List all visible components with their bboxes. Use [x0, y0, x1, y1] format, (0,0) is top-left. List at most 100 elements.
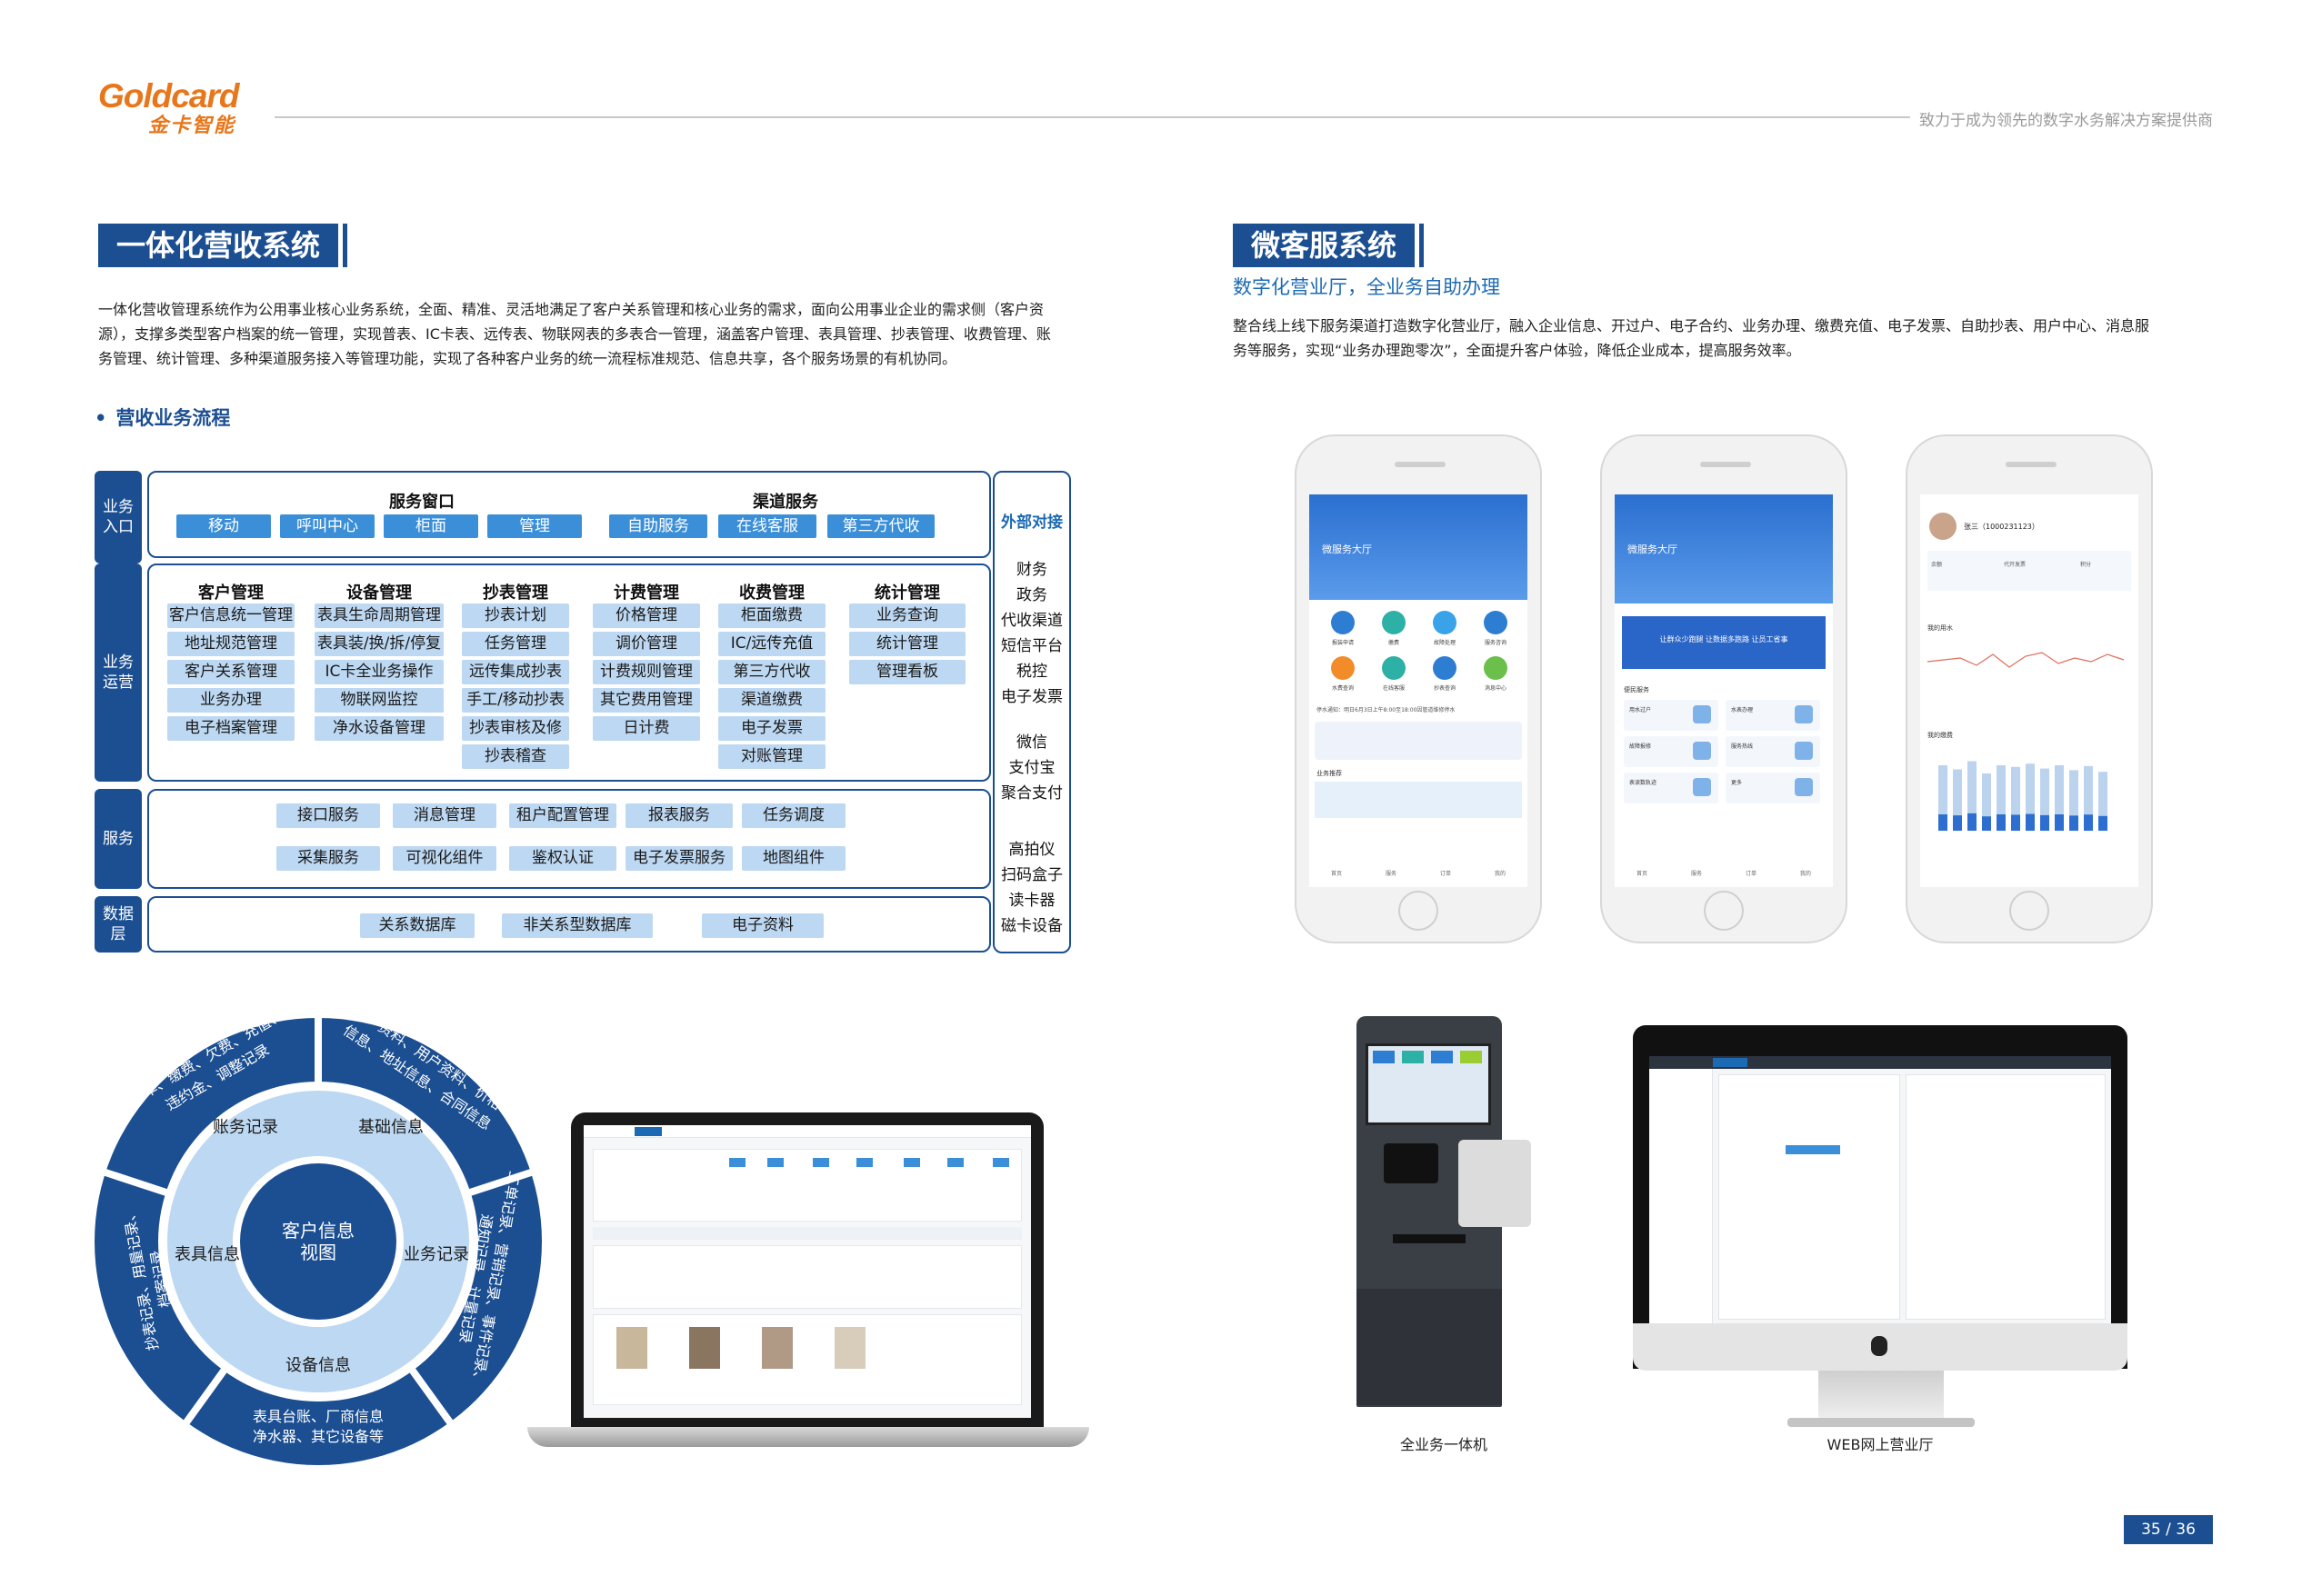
- module-item[interactable]: 柜面缴费: [718, 603, 826, 628]
- service-item[interactable]: 电子发票服务: [626, 846, 733, 871]
- tab-bar-item[interactable]: 首页: [1330, 871, 1342, 877]
- module-item[interactable]: 表具生命周期管理: [315, 603, 444, 628]
- module-item[interactable]: 计费规则管理: [593, 660, 700, 684]
- data-relational-db[interactable]: 关系数据库: [360, 913, 475, 938]
- module-item[interactable]: 第三方代收: [718, 660, 826, 684]
- ext-item: 电子发票: [1001, 688, 1063, 706]
- service-icon-label: 报装申请: [1331, 640, 1354, 646]
- wheel-inner-basic: 基础信息: [358, 1118, 424, 1137]
- service-item[interactable]: 消息管理: [393, 803, 496, 828]
- header-slogan: 致力于成为领先的数字水务解决方案提供商: [1910, 107, 2213, 130]
- module-item[interactable]: 统计管理: [849, 632, 966, 656]
- phone3-stat-balance: 余额: [1931, 562, 1943, 568]
- tab-bar-item[interactable]: 订单: [1745, 871, 1757, 877]
- tab-bar-item[interactable]: 我的: [1494, 871, 1506, 877]
- module-item[interactable]: 任务管理: [462, 632, 569, 656]
- web-office-monitor: [1633, 1025, 2127, 1369]
- module-item[interactable]: 抄表稽查: [462, 744, 569, 769]
- entry-call-center[interactable]: 呼叫中心: [280, 514, 375, 538]
- module-item[interactable]: 日计费: [593, 716, 700, 741]
- module-item[interactable]: 净水设备管理: [315, 716, 444, 741]
- ext-item: 政务: [1016, 586, 1047, 604]
- module-item[interactable]: 远传集成抄表: [462, 660, 569, 684]
- left-intro-paragraph: 一体化营收管理系统作为公用事业核心业务系统，全面、精准、灵活地满足了客户关系管理…: [98, 301, 1051, 367]
- kiosk-terminal: [1356, 1016, 1531, 1414]
- module-item[interactable]: 管理看板: [849, 660, 966, 684]
- service-icon[interactable]: [1433, 656, 1456, 680]
- service-icon-label: 消息中心: [1484, 685, 1506, 692]
- left-section-title: 一体化营收系统: [98, 224, 348, 267]
- service-item[interactable]: 接口服务: [276, 803, 380, 828]
- service-icon[interactable]: [1433, 611, 1456, 634]
- module-item[interactable]: 调价管理: [593, 632, 700, 656]
- service-item[interactable]: 任务调度: [742, 803, 846, 828]
- payment-bar-segment: [1982, 816, 1991, 831]
- module-item[interactable]: 表具装/换/拆/停复: [315, 632, 444, 656]
- service-icon[interactable]: [1484, 611, 1507, 634]
- channel-third-party[interactable]: 第三方代收: [827, 514, 935, 538]
- module-item[interactable]: 客户关系管理: [167, 660, 295, 684]
- module-item[interactable]: 手工/移动抄表: [462, 688, 569, 713]
- ext-item: 扫码盒子: [1001, 866, 1063, 884]
- module-item[interactable]: 电子档案管理: [167, 716, 295, 741]
- payment-bar-chart: [1938, 761, 2107, 831]
- service-icon[interactable]: [1484, 656, 1507, 680]
- tab-bar-item[interactable]: 我的: [1799, 871, 1811, 877]
- module-item[interactable]: 渠道缴费: [718, 688, 826, 713]
- layer-label-ops: 业务运营: [95, 564, 142, 782]
- ext-item: 税控: [1016, 663, 1047, 681]
- service-item[interactable]: 采集服务: [276, 846, 380, 871]
- module-item[interactable]: IC卡全业务操作: [315, 660, 444, 684]
- phone3-chart2-title: 我的缴费: [1927, 732, 1953, 739]
- module-item[interactable]: 业务查询: [849, 603, 966, 628]
- payment-bar-segment: [1967, 813, 1977, 831]
- module-item[interactable]: 抄表计划: [462, 603, 569, 628]
- convenience-icon: [1693, 778, 1711, 796]
- wheel-inner-business: 业务记录: [404, 1245, 469, 1264]
- phone3-chart1-title: 我的用水: [1927, 624, 1953, 632]
- ops-panel: 客户管理客户信息统一管理地址规范管理客户关系管理业务办理电子档案管理设备管理表具…: [147, 564, 991, 782]
- web-caption: WEB网上营业厅: [1827, 1436, 1934, 1453]
- module-item[interactable]: 价格管理: [593, 603, 700, 628]
- service-icon[interactable]: [1382, 656, 1406, 680]
- module-item[interactable]: IC/远传充值: [718, 632, 826, 656]
- logo-english: Goldcard: [98, 77, 239, 115]
- service-icon[interactable]: [1331, 656, 1355, 680]
- service-item[interactable]: 鉴权认证: [509, 846, 616, 871]
- service-item[interactable]: 租户配置管理: [509, 803, 616, 828]
- channel-online-support[interactable]: 在线客服: [718, 514, 816, 538]
- service-item[interactable]: 可视化组件: [393, 846, 496, 871]
- tab-bar-item[interactable]: 服务: [1385, 871, 1396, 877]
- service-icon[interactable]: [1331, 611, 1355, 634]
- service-panel: 接口服务消息管理租户配置管理报表服务任务调度采集服务可视化组件鉴权认证电子发票服…: [147, 789, 991, 889]
- entry-management[interactable]: 管理: [487, 514, 582, 538]
- module-item[interactable]: 客户信息统一管理: [167, 603, 295, 628]
- convenience-label: 用水过户: [1629, 707, 1652, 713]
- flow-subtitle: 营收业务流程: [95, 404, 230, 431]
- tab-bar-item[interactable]: 服务: [1690, 871, 1702, 877]
- payment-bar: [1953, 769, 1962, 831]
- module-item[interactable]: 其它费用管理: [593, 688, 700, 713]
- module-item[interactable]: 电子发票: [718, 716, 826, 741]
- payment-bar: [2084, 765, 2093, 831]
- module-item[interactable]: 抄表审核及修订: [462, 716, 569, 762]
- entry-counter[interactable]: 柜面: [384, 514, 478, 538]
- tab-bar-item[interactable]: 首页: [1636, 871, 1647, 877]
- payment-bar-segment: [2069, 815, 2078, 831]
- module-item[interactable]: 地址规范管理: [167, 632, 295, 656]
- service-item[interactable]: 地图组件: [742, 846, 846, 871]
- service-icon-label: 在线客服: [1382, 685, 1405, 692]
- external-title: 外部对接: [1001, 514, 1063, 532]
- service-item[interactable]: 报表服务: [626, 803, 733, 828]
- channel-self-service[interactable]: 自助服务: [609, 514, 707, 538]
- service-icon[interactable]: [1382, 611, 1406, 634]
- entry-mobile[interactable]: 移动: [176, 514, 271, 538]
- data-electronic-docs[interactable]: 电子资料: [702, 913, 824, 938]
- tab-bar-item[interactable]: 订单: [1439, 871, 1451, 877]
- wheel-outer-device-2: 净水器、其它设备等: [253, 1428, 384, 1445]
- data-nosql-db[interactable]: 非关系型数据库: [502, 913, 653, 938]
- module-item[interactable]: 物联网监控: [315, 688, 444, 713]
- convenience-label: 表读数轨迹: [1629, 780, 1657, 786]
- module-item[interactable]: 对账管理: [718, 744, 826, 769]
- module-item[interactable]: 业务办理: [167, 688, 295, 713]
